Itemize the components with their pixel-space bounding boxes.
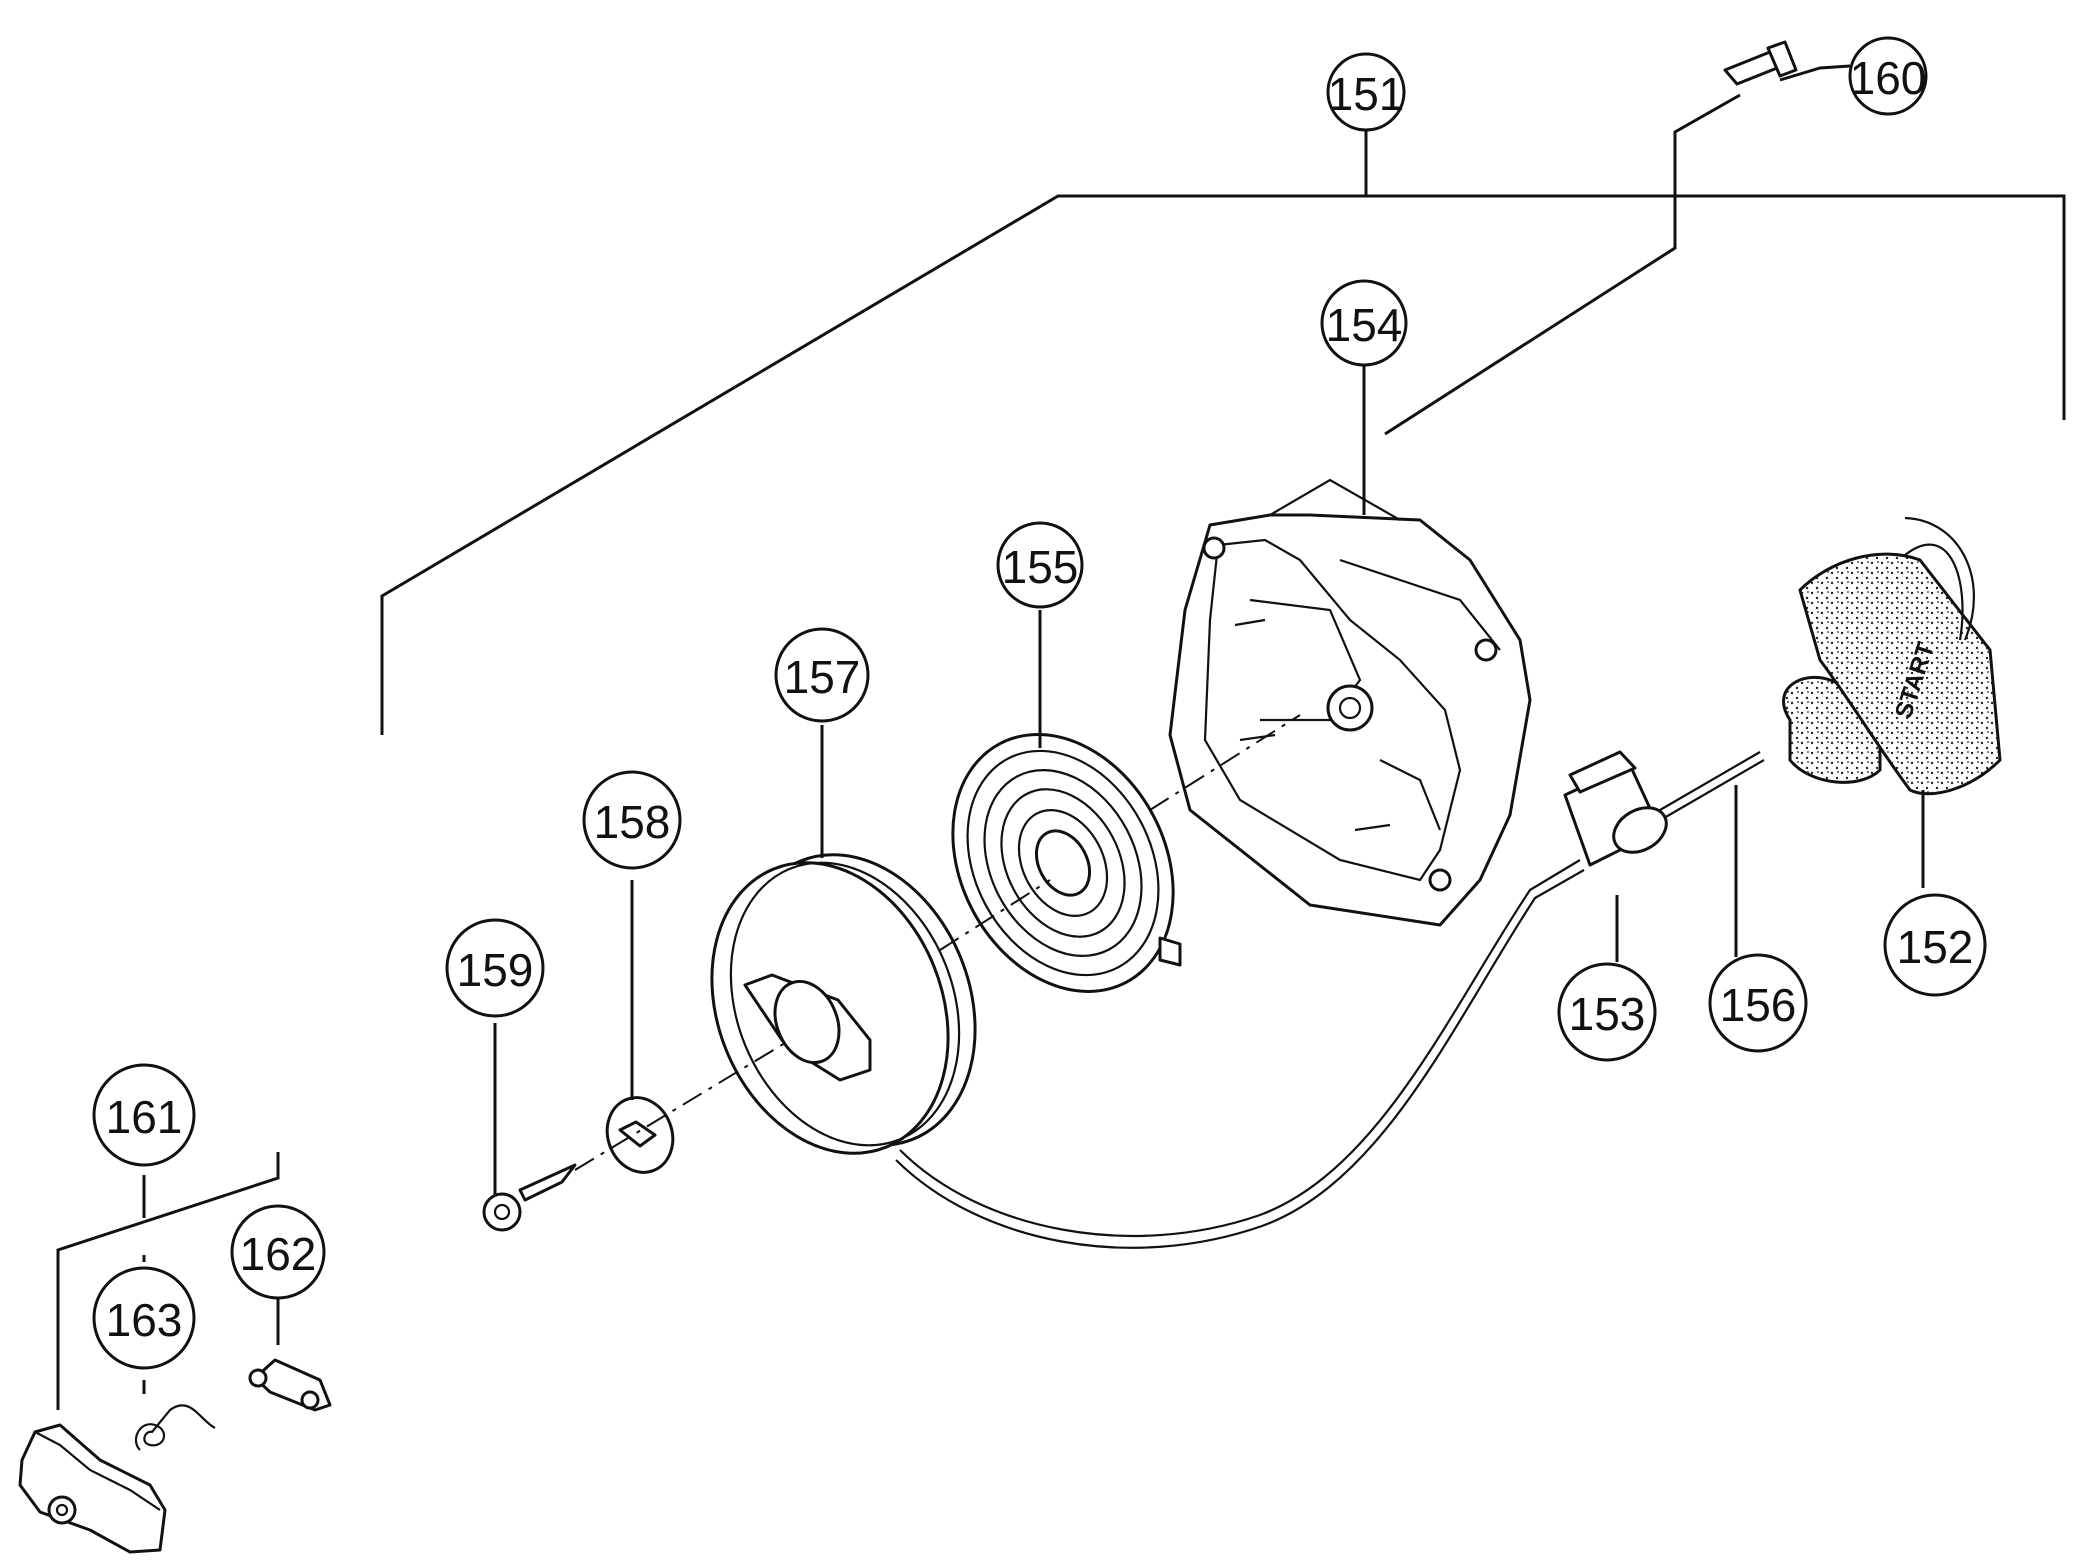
starter-housing-154-part — [1168, 478, 1532, 927]
callout-162: 162 — [230, 1204, 326, 1300]
ratchet-161-part — [18, 1423, 167, 1554]
recoil-spring-155-part — [951, 733, 1182, 993]
callout-158: 158 — [582, 770, 682, 870]
callout-159: 159 — [445, 918, 545, 1018]
assembly-bracket-151 — [380, 130, 2066, 735]
callout-label-157: 157 — [784, 651, 861, 703]
callout-label-160: 160 — [1850, 52, 1927, 104]
callout-label-158: 158 — [594, 796, 671, 848]
callout-label-151: 151 — [1328, 68, 1405, 120]
screw-160-part — [1723, 40, 1798, 86]
callout-152: 152 — [1883, 893, 1987, 997]
callout-155: 155 — [996, 521, 1084, 609]
callout-161: 161 — [92, 1063, 196, 1167]
callout-label-161: 161 — [106, 1091, 183, 1143]
callout-163: 163 — [92, 1266, 196, 1370]
rope-guide-153-part — [1563, 750, 1668, 867]
screw-159-part — [482, 1163, 577, 1232]
rope-pulley-157-part — [710, 853, 977, 1155]
callout-160: 160 — [1848, 36, 1928, 116]
callout-label-162: 162 — [240, 1228, 317, 1280]
callout-154: 154 — [1320, 279, 1408, 367]
callout-label-153: 153 — [1569, 988, 1646, 1040]
starter-rope — [895, 751, 1765, 1249]
callout-label-155: 155 — [1002, 541, 1079, 593]
assembly-bracket-161 — [56, 1152, 280, 1410]
callout-153: 153 — [1557, 962, 1657, 1062]
assembly-axis — [574, 714, 1301, 1171]
leader-160 — [1384, 64, 1851, 436]
washer-158-part — [605, 1096, 675, 1174]
starter-handle-152-part: START — [1782, 516, 2002, 796]
ratchet-spring-163-part — [134, 1404, 216, 1451]
pin-162-part — [248, 1358, 332, 1412]
callout-157: 157 — [774, 627, 870, 723]
callout-label-152: 152 — [1897, 921, 1974, 973]
callout-leaders — [493, 365, 1925, 1195]
callout-label-156: 156 — [1720, 979, 1797, 1031]
callout-label-159: 159 — [457, 944, 534, 996]
callout-label-163: 163 — [106, 1294, 183, 1346]
callout-151: 151 — [1326, 52, 1406, 132]
callout-156: 156 — [1708, 953, 1808, 1053]
callout-label-154: 154 — [1326, 299, 1403, 351]
